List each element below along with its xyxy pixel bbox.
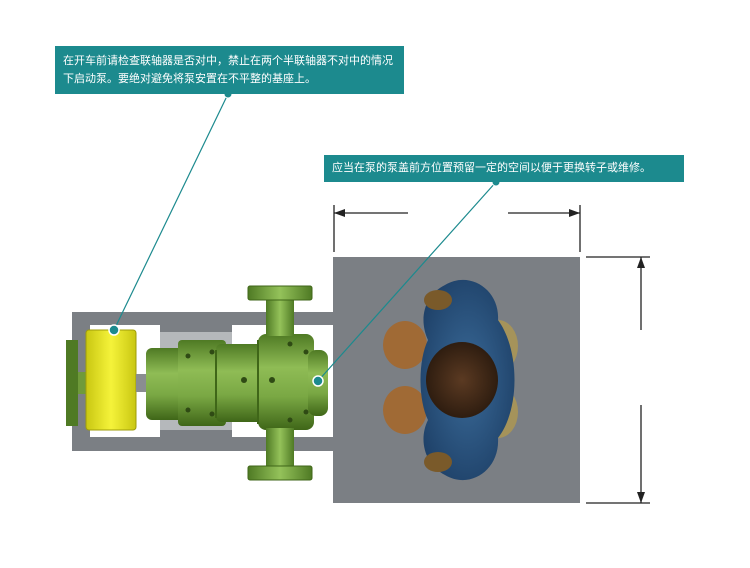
discharge-nozzle: [247, 285, 313, 336]
callout-leader-1: [108, 89, 233, 336]
callout-maintenance-text: 应当在泵的泵盖前方位置预留一定的空间以便于更换转子或维修。: [332, 161, 651, 174]
width-dimension-line: [333, 205, 581, 252]
worker-figure: [383, 279, 518, 481]
callout-coupling-alignment: 在开车前请检查联轴器是否对中，禁止在两个半联轴器不对中的情况 下启动泵。要绝对避…: [55, 46, 404, 94]
pump-body: [146, 334, 328, 430]
callout-coupling-line-1: 在开车前请检查联轴器是否对中，禁止在两个半联轴器不对中的情况: [63, 54, 393, 67]
depth-dimension-line: [586, 256, 650, 504]
coupling-guard: [85, 329, 137, 431]
suction-nozzle: [247, 428, 313, 481]
callout-maintenance-space: 应当在泵的泵盖前方位置预留一定的空间以便于更换转子或维修。: [324, 155, 684, 182]
callout-coupling-line-2: 下启动泵。要绝对避免将泵安置在不平整的基座上。: [63, 72, 316, 85]
